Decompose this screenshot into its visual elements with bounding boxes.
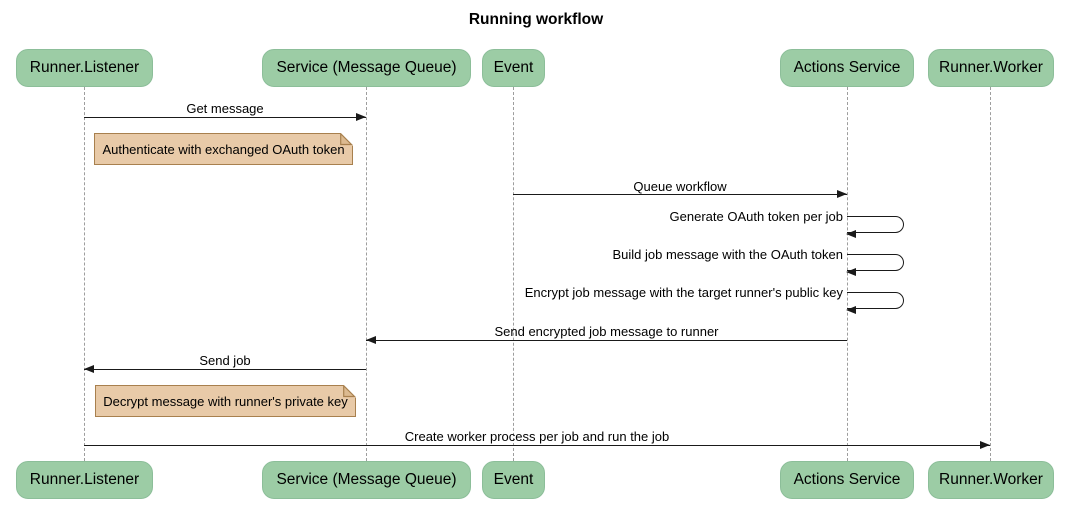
message-label-create-worker-process: Create worker process per job and run th…: [404, 429, 670, 444]
message-arrow-queue-workflow: [513, 189, 847, 198]
note-authenticate-oauth: Authenticate with exchanged OAuth token: [94, 132, 354, 165]
message-label-send-encrypted-job: Send encrypted job message to runner: [494, 324, 719, 339]
message-label-generate-oauth-token: Generate OAuth token per job: [669, 209, 843, 224]
lifeline-service-message-queue: [366, 87, 367, 461]
note-text: Decrypt message with runner's private ke…: [103, 393, 348, 409]
participant-service-message-queue-top: Service (Message Queue): [262, 49, 471, 87]
participant-actions-service-top: Actions Service: [780, 49, 914, 87]
message-arrow-send-encrypted-job: [366, 335, 847, 344]
message-label-send-job: Send job: [199, 353, 251, 368]
participant-runner-listener-top: Runner.Listener: [16, 49, 153, 87]
lifeline-runner-worker: [990, 87, 991, 461]
note-fold-icon: [343, 384, 357, 398]
message-label-build-job-message: Build job message with the OAuth token: [612, 247, 843, 262]
message-label-queue-workflow: Queue workflow: [633, 179, 727, 194]
diagram-title: Running workflow: [468, 11, 604, 28]
message-arrow-send-job: [84, 364, 366, 373]
participant-runner-worker-bottom: Runner.Worker: [928, 461, 1054, 499]
self-message-loop-generate-oauth-token: [846, 216, 904, 238]
participant-event-bottom: Event: [482, 461, 545, 499]
lifeline-runner-listener: [84, 87, 85, 461]
participant-runner-worker-top: Runner.Worker: [928, 49, 1054, 87]
message-label-get-message: Get message: [186, 101, 264, 116]
participant-runner-listener-bottom: Runner.Listener: [16, 461, 153, 499]
message-arrow-create-worker-process: [84, 440, 990, 449]
note-fold-icon: [340, 132, 354, 146]
participant-actions-service-bottom: Actions Service: [780, 461, 914, 499]
self-message-loop-build-job-message: [846, 254, 904, 276]
participant-event-top: Event: [482, 49, 545, 87]
message-arrow-get-message: [84, 112, 366, 121]
participant-service-message-queue-bottom: Service (Message Queue): [262, 461, 471, 499]
lifeline-event: [513, 87, 514, 461]
note-text: Authenticate with exchanged OAuth token: [102, 141, 345, 157]
self-message-loop-encrypt-job-message: [846, 292, 904, 314]
note-decrypt-message: Decrypt message with runner's private ke…: [95, 384, 357, 417]
message-label-encrypt-job-message: Encrypt job message with the target runn…: [524, 285, 843, 300]
